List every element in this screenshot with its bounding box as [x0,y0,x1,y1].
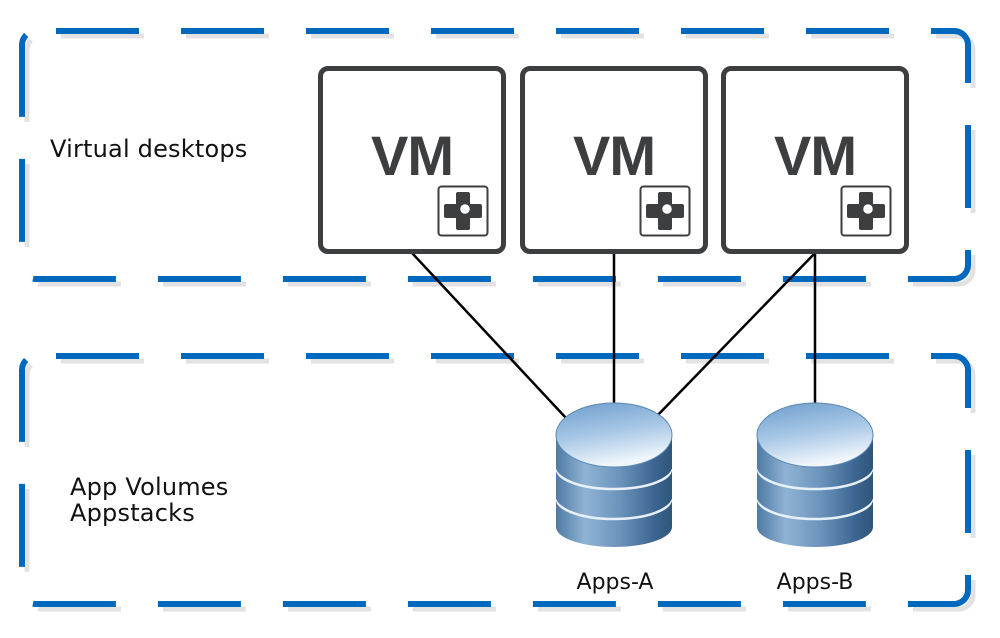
database-tier-rim [756,498,874,521]
database-icon [756,402,874,547]
group-label-line: Appstacks [70,499,195,527]
group-label-virtual-desktops: Virtual desktops [50,135,248,163]
connector-vm1-apps-a [411,252,567,419]
group-label-line: App Volumes [70,473,229,501]
group-border-virtual-desktops [19,28,976,287]
group-border-app-volumes [19,353,976,612]
app-volumes-agent-icon [437,185,489,237]
connectors [411,252,817,419]
app-volumes-agent-icon [639,185,691,237]
vm-box[interactable]: VM [520,66,708,254]
database-top [555,402,673,468]
database-tier-rim [555,498,673,521]
group-label-app-volumes: App Volumes Appstacks [70,474,228,526]
vm-box[interactable]: VM [721,66,909,254]
vm-label: VM [573,124,656,187]
database-top [756,402,874,468]
vm-box[interactable]: VM [318,66,506,254]
database-tier-rim [555,468,673,491]
database-icon [555,402,673,547]
app-volumes-agent-icon [840,185,892,237]
appstack-label-apps-b: Apps-B [776,570,854,595]
vm-label: VM [774,124,857,187]
appstack-label-apps-a: Apps-A [576,570,654,595]
connector-vm3-apps-a [654,252,816,419]
database-tier-rim [756,468,874,491]
vm-label: VM [371,124,454,187]
